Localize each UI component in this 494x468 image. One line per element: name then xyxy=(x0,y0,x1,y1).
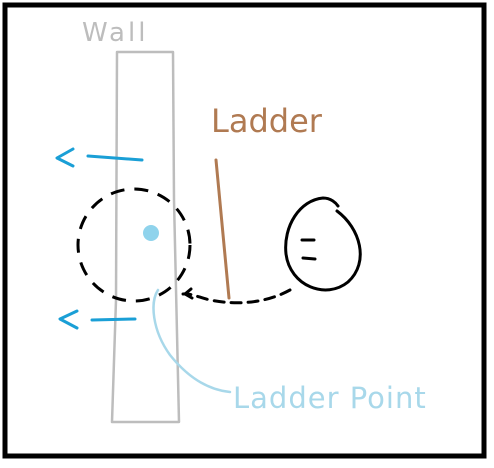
wall-label: Wall xyxy=(82,18,148,48)
ladder-point-leader xyxy=(152,288,232,394)
ladder-point-dot xyxy=(143,225,159,241)
ladder-label: Ladder xyxy=(211,102,323,140)
wall-shape xyxy=(110,50,181,424)
solid-circle xyxy=(284,196,362,292)
dashed-circle xyxy=(76,187,192,303)
dashed-path-arrowhead xyxy=(183,287,194,300)
outer-frame xyxy=(2,2,487,459)
left-arrow-bottom xyxy=(58,309,137,330)
dashed-path xyxy=(181,288,292,305)
ladder-point-label: Ladder Point xyxy=(233,381,427,415)
solid-circle-mark-2 xyxy=(301,256,317,261)
left-arrow-top xyxy=(55,147,144,168)
ladder-line xyxy=(214,158,231,300)
